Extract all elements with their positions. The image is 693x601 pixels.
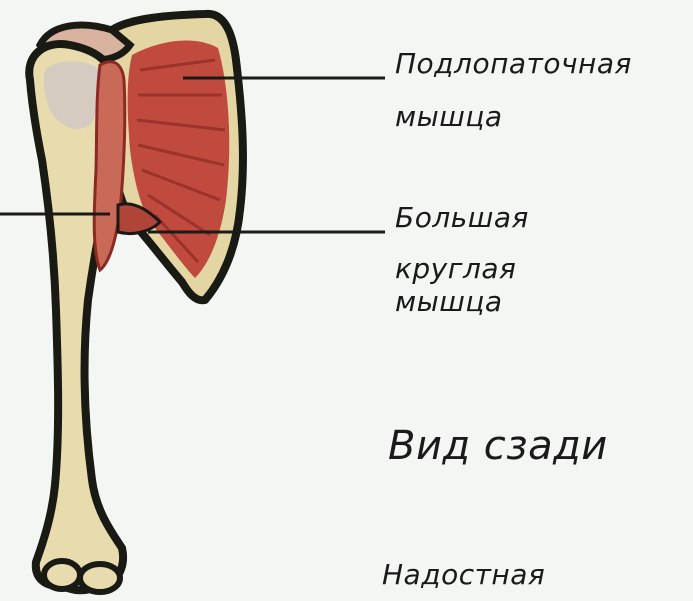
label-teres-major-line1: Большая bbox=[395, 203, 529, 233]
label-teres-major-line2: круглая bbox=[395, 254, 516, 284]
view-title: Вид сзади bbox=[388, 424, 608, 468]
label-teres-major-line3: мышца bbox=[395, 287, 503, 317]
label-supraspinatus: Надостная bbox=[382, 560, 545, 590]
label-subscapularis-line2: мышца bbox=[395, 102, 503, 132]
teres-major-muscle bbox=[94, 62, 125, 270]
label-subscapularis-line1: Подлопаточная bbox=[395, 49, 632, 79]
